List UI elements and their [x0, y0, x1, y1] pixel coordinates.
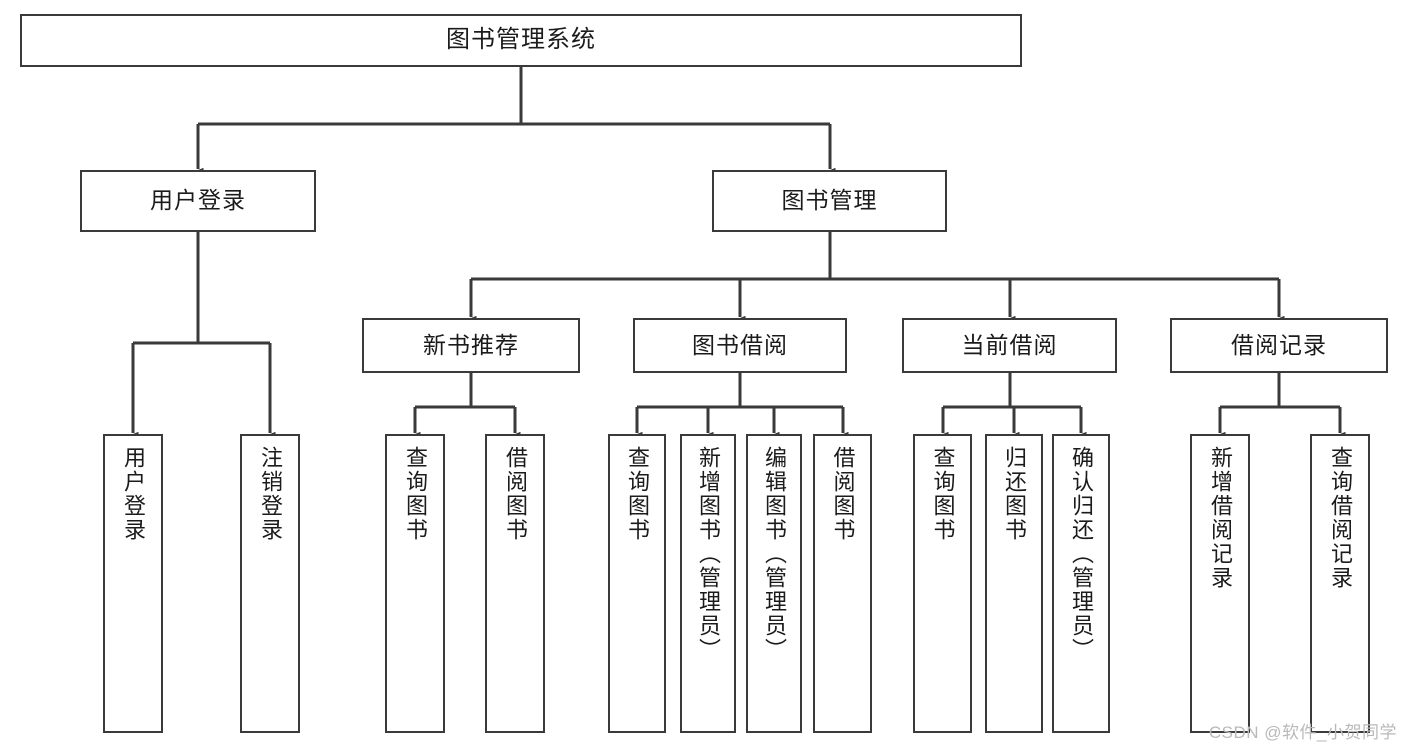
node-label: 查询图书	[402, 446, 428, 542]
node-label: 图书管理系统	[446, 26, 596, 54]
node-label: 图书借阅	[692, 331, 788, 358]
watermark: CSDN @软件_小贺同学	[1208, 723, 1397, 742]
node-label: 查询借阅记录	[1327, 446, 1353, 590]
node-leaf-return-book[interactable]: 归还图书	[985, 434, 1043, 733]
node-leaf-query-book-1[interactable]: 查询图书	[385, 434, 445, 733]
node-label: 编辑图书（管理员）	[761, 446, 787, 662]
node-bookmgmt[interactable]: 图书管理	[712, 170, 947, 232]
node-leaf-add-book[interactable]: 新增图书（管理员）	[680, 434, 736, 733]
node-newbook[interactable]: 新书推荐	[362, 318, 580, 373]
node-borrow[interactable]: 图书借阅	[633, 318, 847, 373]
node-leaf-logout[interactable]: 注销登录	[240, 434, 300, 733]
node-label: 新增借阅记录	[1207, 446, 1233, 590]
node-leaf-add-record[interactable]: 新增借阅记录	[1190, 434, 1250, 733]
node-leaf-borrow-book-2[interactable]: 借阅图书	[813, 434, 872, 733]
node-label: 借阅图书	[502, 446, 528, 542]
node-label: 确认归还（管理员）	[1068, 446, 1094, 662]
node-leaf-query-book-3[interactable]: 查询图书	[913, 434, 972, 733]
node-leaf-query-record[interactable]: 查询借阅记录	[1310, 434, 1370, 733]
node-leaf-query-book-2[interactable]: 查询图书	[608, 434, 666, 733]
node-label: 用户登录	[120, 446, 146, 542]
node-label: 归还图书	[1001, 446, 1027, 542]
node-label: 图书管理	[781, 187, 878, 214]
node-label: 借阅记录	[1231, 331, 1327, 358]
node-label: 当前借阅	[961, 331, 1058, 358]
node-label: 查询图书	[930, 446, 956, 542]
node-login[interactable]: 用户登录	[80, 170, 316, 232]
node-current[interactable]: 当前借阅	[902, 318, 1117, 373]
node-label: 注销登录	[257, 446, 283, 542]
node-leaf-borrow-book-1[interactable]: 借阅图书	[485, 434, 545, 733]
node-leaf-confirm-return[interactable]: 确认归还（管理员）	[1052, 434, 1110, 733]
node-label: 借阅图书	[830, 446, 856, 542]
node-label: 新增图书（管理员）	[695, 446, 721, 662]
node-records[interactable]: 借阅记录	[1170, 318, 1388, 373]
node-label: 新书推荐	[423, 331, 519, 358]
node-label: 用户登录	[150, 187, 246, 214]
node-leaf-edit-book[interactable]: 编辑图书（管理员）	[746, 434, 802, 733]
node-root[interactable]: 图书管理系统	[20, 14, 1022, 67]
node-leaf-user-login[interactable]: 用户登录	[103, 434, 163, 733]
node-label: 查询图书	[624, 446, 650, 542]
